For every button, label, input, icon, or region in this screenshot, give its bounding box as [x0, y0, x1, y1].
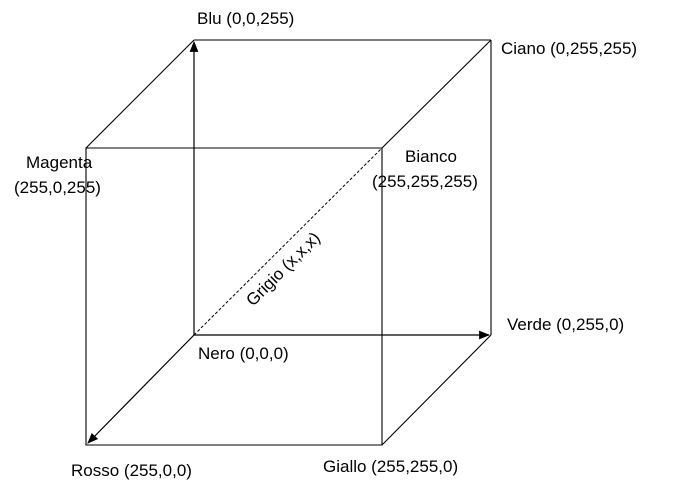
label-magenta-name: Magenta [26, 153, 93, 172]
label-rosso: Rosso (255,0,0) [71, 461, 192, 480]
label-bianco-value: (255,255,255) [372, 172, 478, 191]
gray-diagonal-line [193, 147, 383, 336]
edge-yellow-green [381, 334, 492, 446]
label-blu: Blu (0,0,255) [197, 9, 294, 28]
label-nero: Nero (0,0,0) [198, 344, 289, 363]
edge-white-cyan [381, 39, 492, 149]
label-bianco-name: Bianco [405, 147, 457, 166]
axis-red-arrow [87, 334, 195, 444]
label-grigio: Grigio (x,x,x) [242, 228, 324, 310]
label-ciano: Ciano (0,255,255) [501, 39, 637, 58]
label-verde: Verde (0,255,0) [507, 315, 624, 334]
edge-magenta-blue [85, 39, 195, 149]
label-magenta-value: (255,0,255) [14, 178, 101, 197]
label-giallo: Giallo (255,255,0) [323, 457, 458, 476]
